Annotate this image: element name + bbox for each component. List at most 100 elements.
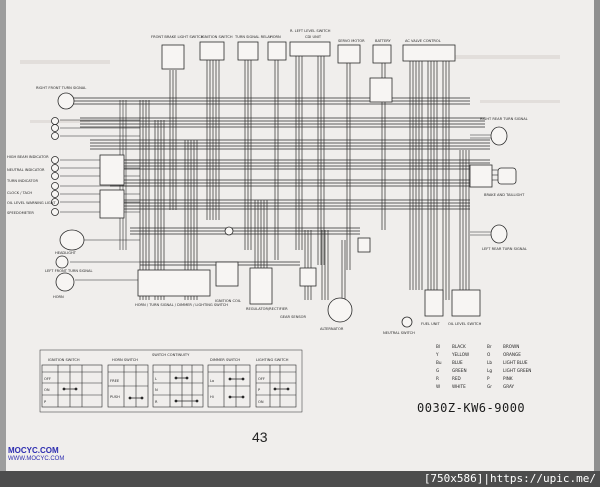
- horn-box: [267, 41, 287, 61]
- label-speedometer: SPEEDOMETER: [7, 211, 34, 215]
- label-ac-valve-control: AC VALVE CONTROL: [405, 39, 441, 43]
- harness-vertical-drops: [139, 55, 470, 300]
- label-gear-sensor: GEAR SENSOR: [280, 315, 307, 319]
- svg-text:FREE: FREE: [110, 379, 120, 383]
- svg-text:LIGHT BLUE: LIGHT BLUE: [503, 360, 528, 365]
- label-right-front-turn: RIGHT FRONT TURN SIGNAL: [36, 86, 86, 90]
- watermark-url: WWW.MOCYC.COM: [8, 456, 65, 462]
- svg-text:Lo: Lo: [210, 379, 214, 383]
- headlight-lamp: [59, 229, 85, 251]
- turn-signal-relay-box: [237, 41, 259, 61]
- left-lamps: [51, 92, 125, 292]
- bottom-components: [137, 226, 481, 328]
- label-headlight: HEADLIGHT: [55, 251, 77, 255]
- label-neutral-switch: NEUTRAL SWITCH: [383, 331, 415, 335]
- fuel-unit-box: [424, 289, 444, 317]
- svg-text:WHITE: WHITE: [452, 384, 466, 389]
- left-rear-turn-signal-lamp: [490, 224, 508, 244]
- right-front-turn-signal-lamp: [57, 92, 75, 110]
- label-oil-level-switch: OIL LEVEL SWITCH: [448, 322, 482, 326]
- top-components: [161, 41, 456, 103]
- svg-text:P: P: [258, 388, 261, 392]
- svg-text:GREEN: GREEN: [452, 368, 467, 373]
- right-label-group: RIGHT REAR TURN SIGNAL BRAKE AND TAILLIG…: [480, 117, 528, 251]
- bottom-label-group: HORN / TURN SIGNAL / DIMMER / LIGHTING S…: [135, 299, 482, 335]
- scan-border-right: [594, 0, 600, 487]
- svg-text:Hi: Hi: [210, 395, 214, 399]
- svg-text:O: O: [487, 352, 491, 357]
- svg-text:PUSH: PUSH: [110, 395, 120, 399]
- svg-text:Y: Y: [435, 352, 439, 357]
- level-switch-box: [289, 41, 331, 57]
- label-cdi-unit: CDI UNIT: [305, 35, 322, 39]
- main-harness-horizontal: [70, 97, 490, 266]
- switch-tables: [39, 349, 303, 413]
- oil-level-switch-box: [451, 289, 481, 317]
- table-title-lighting: LIGHTING SWITCH: [256, 358, 289, 362]
- svg-text:R: R: [155, 400, 158, 404]
- svg-text:R: R: [436, 376, 439, 381]
- svg-text:ORANGE: ORANGE: [503, 352, 521, 357]
- svg-text:BLACK: BLACK: [452, 344, 466, 349]
- label-clock-tach: CLOCK / TACH: [7, 191, 32, 195]
- spark-plug-symbol: [224, 226, 234, 236]
- label-fuel-unit: FUEL UNIT: [421, 322, 440, 326]
- ignition-switch-box: [199, 41, 225, 61]
- svg-text:N: N: [155, 388, 158, 392]
- alternator-symbol: [327, 297, 353, 323]
- svg-text:Lb: Lb: [487, 360, 492, 365]
- switch-table-labels: IGNITION SWITCH HORN SWITCH SWITCH CONTI…: [44, 353, 289, 404]
- table-title-horn: HORN SWITCH: [112, 358, 138, 362]
- page-number: 43: [252, 429, 268, 445]
- svg-text:L: L: [155, 377, 157, 381]
- svg-text:ON: ON: [258, 400, 264, 404]
- label-ignition-switch: IGNITION SWITCH: [201, 35, 233, 39]
- svg-text:G: G: [436, 368, 439, 373]
- scan-border-left: [0, 0, 6, 487]
- svg-text:PINK: PINK: [503, 376, 513, 381]
- label-oil-warning: OIL LEVEL WARNING LIGHT: [7, 201, 56, 205]
- servo-motor-box: [337, 44, 361, 64]
- site-watermark: MOCYC.COM WWW.MOCYC.COM: [8, 447, 64, 463]
- image-host-badge[interactable]: [750x586]|https://upic.me/: [423, 472, 596, 485]
- svg-text:P: P: [487, 376, 490, 381]
- part-number: 0030Z-KW6-9000: [417, 401, 526, 415]
- right-rear-turn-signal-lamp: [490, 126, 508, 146]
- label-servo-motor: SERVO MOTOR: [338, 39, 365, 43]
- watermark-title: MOCYC.COM: [8, 446, 59, 455]
- label-horn-left: HORN: [53, 295, 64, 299]
- left-label-group: RIGHT FRONT TURN SIGNAL HIGH BEAM INDICA…: [6, 86, 92, 299]
- label-battery: BATTERY: [375, 39, 392, 43]
- svg-text:Bl: Bl: [436, 344, 440, 349]
- svg-text:Br: Br: [487, 344, 492, 349]
- battery-box: [372, 44, 392, 64]
- svg-text:P: P: [44, 400, 47, 404]
- svg-text:Gr: Gr: [487, 384, 492, 389]
- neutral-switch-symbol: [401, 316, 413, 328]
- svg-text:ON: ON: [44, 388, 50, 392]
- svg-text:RED: RED: [452, 376, 461, 381]
- brake-taillight-lamp: [497, 167, 517, 185]
- svg-text:YELLOW: YELLOW: [451, 352, 469, 357]
- label-turn-signal-relay: TURN SIGNAL RELAY: [234, 35, 273, 39]
- label-ignition-coil: IGNITION COIL: [215, 299, 241, 303]
- label-right-rear-turn: RIGHT REAR TURN SIGNAL: [480, 117, 528, 121]
- svg-text:OFF: OFF: [258, 377, 265, 381]
- label-high-beam: HIGH BEAM INDICATOR: [7, 155, 49, 159]
- ac-valve-control-box: [402, 44, 456, 62]
- label-horn: HORN: [270, 35, 281, 39]
- right-lamps: [469, 126, 517, 244]
- ignition-coil-box: [215, 261, 239, 287]
- svg-text:OFF: OFF: [44, 377, 51, 381]
- label-brake-taillight: BRAKE AND TAILLIGHT: [484, 193, 525, 197]
- label-alternator: ALTERNATOR: [320, 327, 344, 331]
- label-front-brake-switch: FRONT BRAKE LIGHT SWITCH: [151, 35, 204, 39]
- label-neutral: NEUTRAL INDICATOR: [7, 168, 45, 172]
- regulator-rectifier-box: [249, 267, 273, 305]
- label-regulator: REGULATOR/RECTIFIER: [246, 307, 288, 311]
- continuity-dots: [62, 376, 290, 403]
- front-brake-switch-box: [161, 44, 185, 70]
